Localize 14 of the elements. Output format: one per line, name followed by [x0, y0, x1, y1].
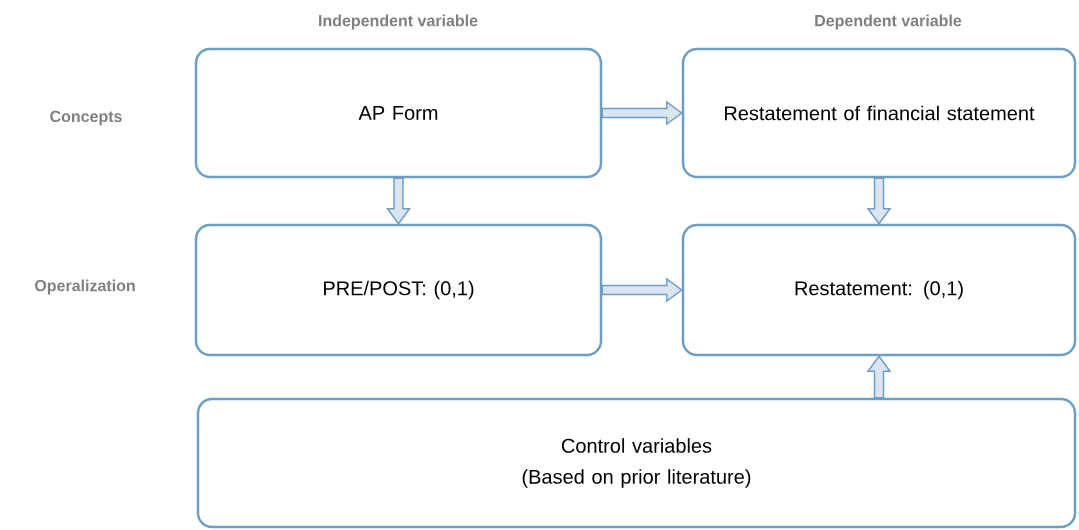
process-box: AP Form [194, 47, 603, 179]
axis-label: Dependent variable [815, 14, 962, 30]
axis-label: Independent variable [319, 14, 478, 30]
axis-label: Concepts [50, 110, 122, 126]
axis-label: Operalization [35, 279, 135, 295]
process-box: Control variables (Based on prior literature) [196, 397, 1077, 529]
process-box: Restatement of financial statement [681, 47, 1077, 179]
block-arrow [601, 100, 683, 126]
process-box: Restatement: (0,1) [681, 223, 1077, 357]
block-arrow [386, 177, 411, 225]
process-box: PRE/POST: (0,1) [194, 223, 603, 357]
block-arrow [601, 277, 683, 303]
block-arrow [866, 354, 892, 399]
block-arrow [866, 177, 892, 225]
